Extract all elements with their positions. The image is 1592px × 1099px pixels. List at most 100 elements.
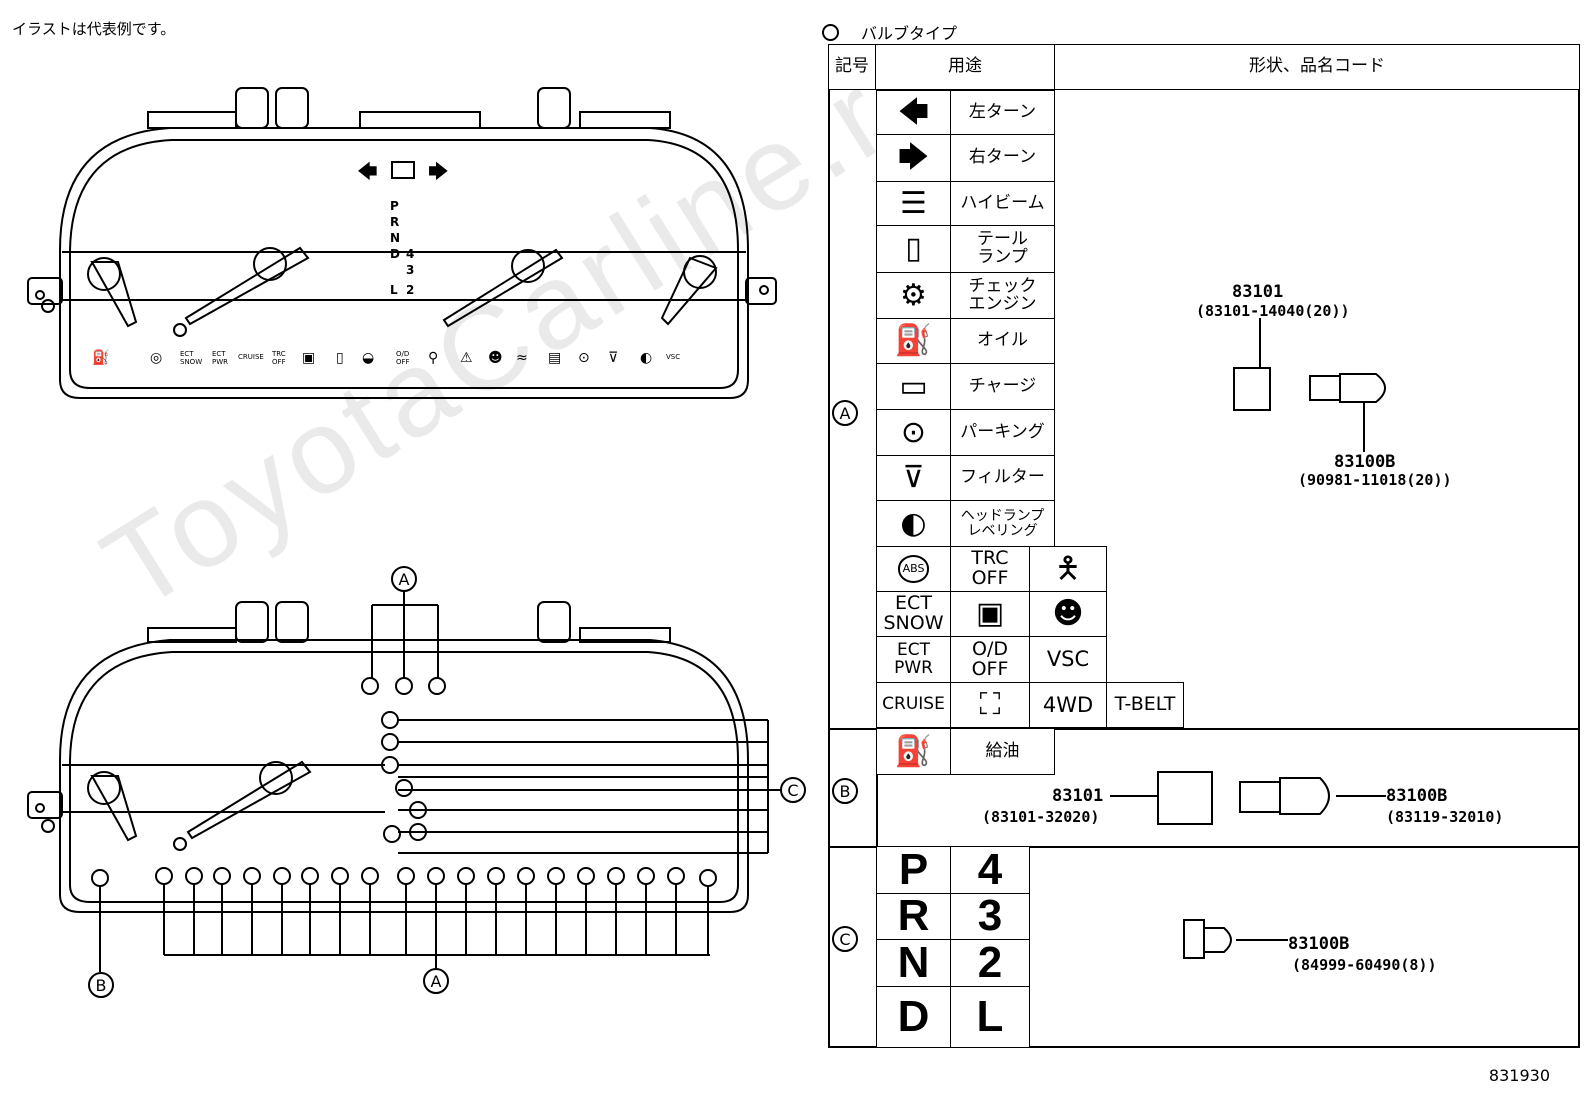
svg-text:🡄: 🡄 bbox=[357, 159, 378, 183]
label-oil: オイル bbox=[950, 318, 1055, 364]
label-charge: チャージ bbox=[950, 363, 1055, 410]
bulb-c-drawing bbox=[1183, 919, 1288, 959]
gear-n: N bbox=[876, 939, 951, 987]
label-parking: パーキング bbox=[950, 409, 1055, 456]
oil-icon: ⛽ bbox=[876, 318, 951, 364]
check-engine-icon: ⚙ bbox=[876, 272, 951, 319]
callout-c: C bbox=[780, 777, 806, 803]
figure-number: 831930 bbox=[1488, 1066, 1550, 1085]
svg-text:4: 4 bbox=[406, 247, 414, 261]
svg-text:🡆: 🡆 bbox=[428, 159, 449, 183]
part-b-socket-no: 83101 bbox=[1052, 786, 1104, 806]
svg-text:2: 2 bbox=[406, 283, 414, 297]
tail-lamp-icon: ▯ bbox=[876, 225, 951, 273]
gear-p: P bbox=[876, 846, 951, 894]
seatbelt-icon: 🯅 bbox=[1029, 546, 1107, 592]
high-beam-icon: ☰ bbox=[876, 181, 951, 226]
divider-a-b bbox=[828, 728, 1580, 730]
label-od-off: O/D OFF bbox=[396, 350, 410, 366]
bulb-type-title: バルブタイプ bbox=[822, 20, 957, 44]
part-b-socket-code: (83101-32020) bbox=[982, 808, 1100, 826]
abs-icon: ABS bbox=[876, 546, 951, 592]
airbag-icon: ☻ bbox=[1029, 591, 1107, 637]
svg-text:◎: ◎ bbox=[150, 350, 162, 366]
label-trc-off-grid: TRC OFF bbox=[950, 546, 1030, 592]
part-a-bulb-no: 83100B bbox=[1334, 452, 1396, 472]
svg-text:⊙: ⊙ bbox=[578, 350, 590, 366]
svg-text:L: L bbox=[390, 283, 398, 297]
label-tail-lamp: テール ランプ bbox=[950, 225, 1055, 273]
wedge-bulb-b-drawing bbox=[1110, 771, 1386, 825]
label-fuel: 給油 bbox=[950, 728, 1055, 775]
svg-text:P: P bbox=[390, 199, 399, 213]
svg-text:3: 3 bbox=[406, 263, 414, 277]
label-od-off-grid: O/D OFF bbox=[950, 636, 1030, 683]
svg-text:⚲: ⚲ bbox=[428, 350, 438, 366]
callout-a-bottom: A bbox=[423, 968, 449, 994]
part-c-bulb-code: (84999-60490(8)) bbox=[1292, 956, 1437, 974]
right-turn-icon: 🡆 bbox=[876, 134, 951, 182]
gear-3: 3 bbox=[950, 893, 1030, 940]
label-cruise: CRUISE bbox=[238, 353, 264, 361]
label-4wd-grid: 4WD bbox=[1029, 682, 1107, 728]
part-a-socket-no: 83101 bbox=[1232, 282, 1284, 302]
label-check-engine: チェック エンジン bbox=[950, 272, 1055, 319]
gear-r: R bbox=[876, 893, 951, 940]
svg-text:N: N bbox=[390, 231, 400, 245]
svg-text:◒: ◒ bbox=[362, 350, 374, 366]
slip-indicator-icon: ▣ bbox=[950, 591, 1030, 637]
callout-a-top: A bbox=[391, 566, 417, 592]
label-right-turn: 右ターン bbox=[950, 134, 1055, 182]
left-turn-icon: 🡄 bbox=[876, 90, 951, 135]
svg-text:▣: ▣ bbox=[302, 350, 315, 366]
gear-2: 2 bbox=[950, 939, 1030, 987]
label-ect-pwr: ECT PWR bbox=[212, 350, 229, 366]
battery-icon: ▭ bbox=[876, 363, 951, 410]
label-headlamp-leveling: ヘッドランプ レベリング bbox=[950, 500, 1055, 547]
label-ect-snow: ECT SNOW bbox=[180, 350, 203, 366]
gear-4: 4 bbox=[950, 846, 1030, 894]
svg-text:D: D bbox=[390, 247, 400, 261]
mark-c: C bbox=[832, 926, 858, 952]
filter-icon: ⊽ bbox=[876, 455, 951, 501]
label-t-belt-grid: T-BELT bbox=[1106, 682, 1184, 728]
svg-text:⊽: ⊽ bbox=[608, 350, 618, 366]
header-shape-code: 形状、品名コード bbox=[1054, 44, 1580, 90]
wedge-bulb-a-drawing bbox=[1233, 318, 1386, 452]
svg-text:⛽: ⛽ bbox=[92, 349, 109, 366]
illustration-note: イラストは代表例です。 bbox=[12, 20, 176, 38]
label-vsc-grid: VSC bbox=[1029, 636, 1107, 683]
part-b-bulb-no: 83100B bbox=[1386, 786, 1448, 806]
divider-b-c bbox=[828, 846, 1580, 848]
svg-text:≈: ≈ bbox=[516, 350, 528, 366]
part-a-bulb-code: (90981-11018(20)) bbox=[1298, 471, 1452, 489]
parking-brake-icon: ⊙ bbox=[876, 409, 951, 456]
label-filter: フィルター bbox=[950, 455, 1055, 501]
mark-a: A bbox=[832, 400, 858, 426]
lower-cluster-outline bbox=[59, 639, 749, 913]
svg-text:R: R bbox=[390, 215, 399, 229]
svg-text:◐: ◐ bbox=[640, 350, 652, 366]
part-a-socket-code: (83101-14040(20)) bbox=[1196, 302, 1350, 320]
svg-text:☻: ☻ bbox=[488, 350, 503, 366]
upper-cluster-outline bbox=[59, 127, 749, 399]
label-vsc: VSC bbox=[666, 353, 681, 361]
gear-l: L bbox=[950, 986, 1030, 1048]
callout-b: B bbox=[88, 972, 114, 998]
label-left-turn: 左ターン bbox=[950, 90, 1055, 135]
part-c-bulb-no: 83100B bbox=[1288, 934, 1350, 954]
headlamp-leveling-icon: ◐ bbox=[876, 500, 951, 547]
svg-text:⚠: ⚠ bbox=[460, 350, 473, 366]
header-mark: 記号 bbox=[828, 44, 876, 90]
label-high-beam: ハイビーム bbox=[950, 181, 1055, 226]
label-trc-off: TRC OFF bbox=[272, 350, 286, 366]
label-cruise-grid: CRUISE bbox=[876, 682, 951, 728]
header-usage: 用途 bbox=[875, 44, 1055, 90]
part-b-bulb-code: (83119-32010) bbox=[1386, 808, 1504, 826]
label-ect-pwr-grid: ECT PWR bbox=[876, 636, 951, 683]
svg-text:▤: ▤ bbox=[548, 350, 561, 366]
gear-d: D bbox=[876, 986, 951, 1048]
fuel-icon: ⛽ bbox=[876, 728, 951, 775]
mark-b: B bbox=[832, 778, 858, 804]
